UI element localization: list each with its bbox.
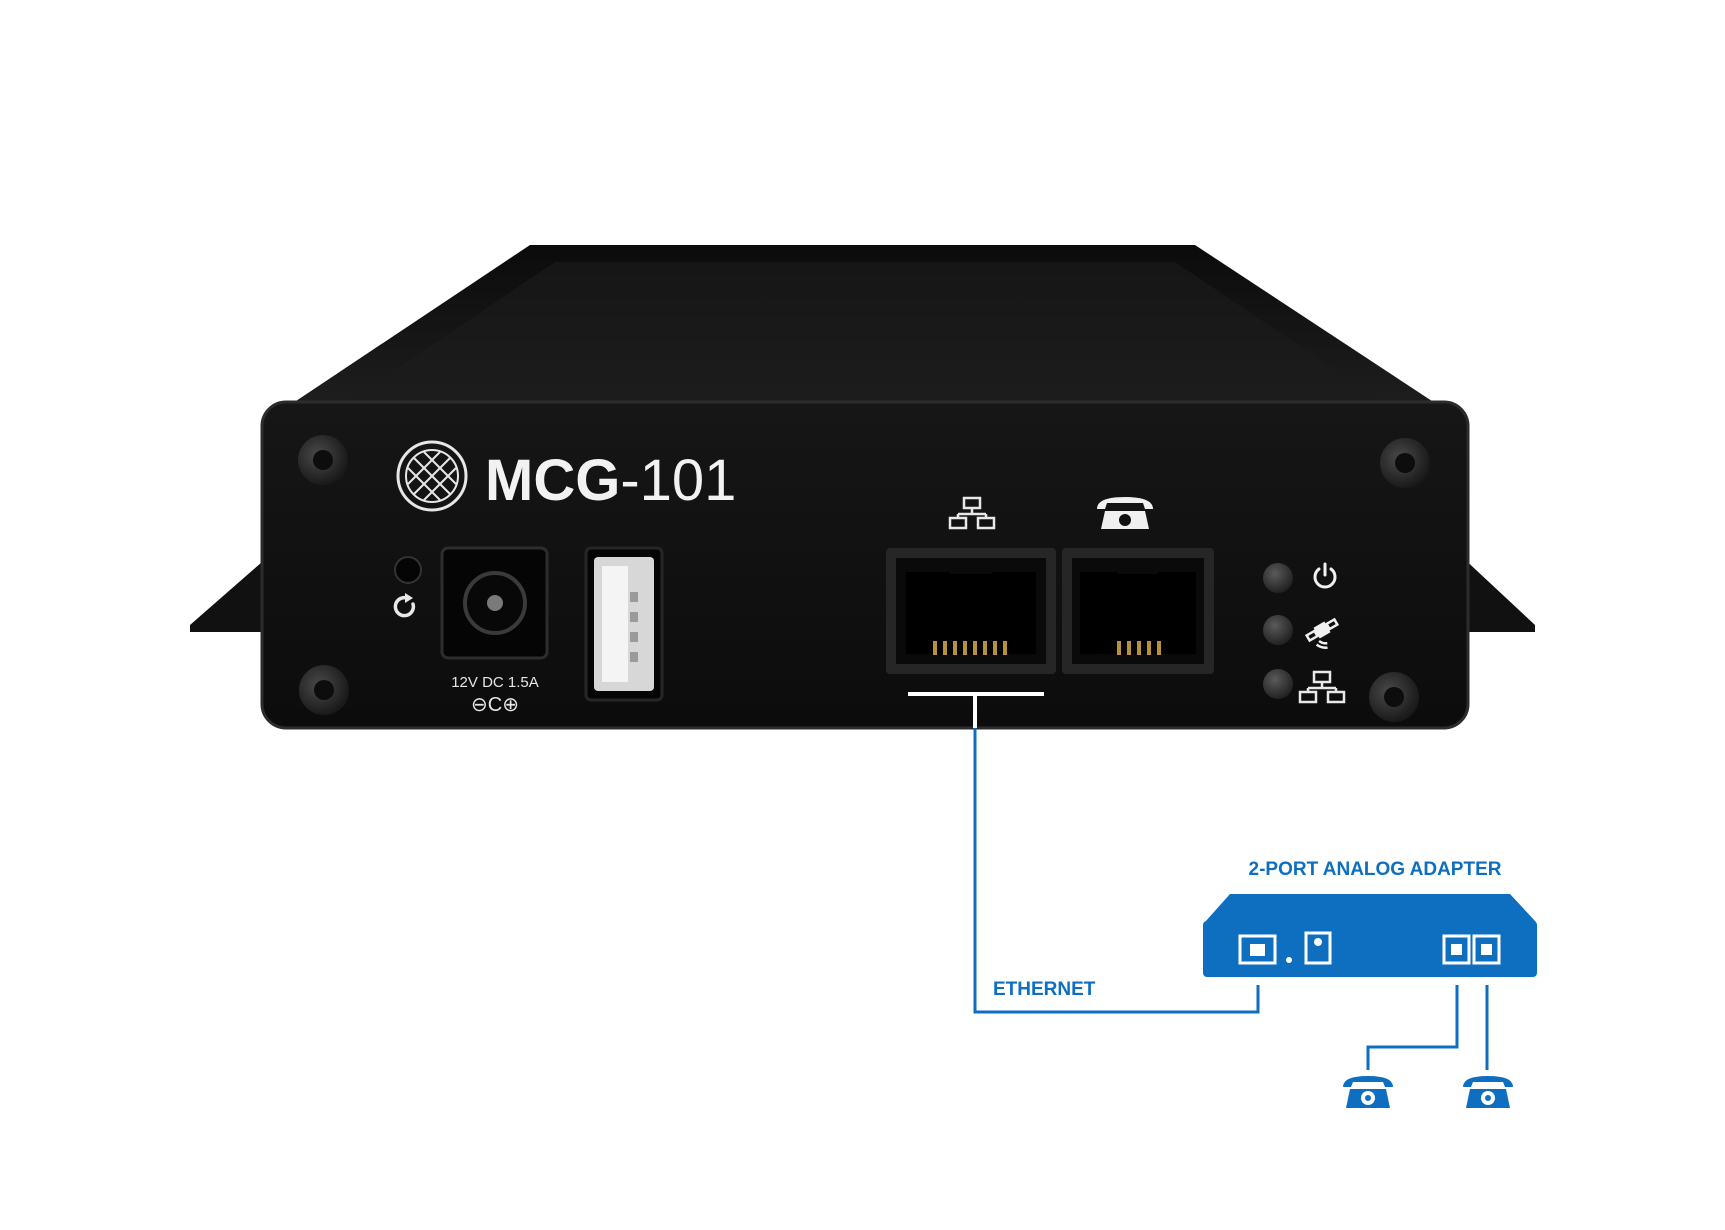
adapter-indicator-dot bbox=[1286, 957, 1292, 963]
screw-bottom-left bbox=[299, 665, 349, 715]
adapter-phone-port-1-slot bbox=[1451, 944, 1462, 955]
adapter-port-ethernet-slot bbox=[1250, 944, 1265, 956]
power-led bbox=[1263, 563, 1293, 593]
screw-top-right bbox=[1380, 438, 1430, 488]
reset-icon bbox=[393, 593, 416, 618]
usb-contact-2 bbox=[630, 612, 638, 622]
satellite-icon bbox=[1304, 617, 1340, 649]
brand-name-bold: MCG bbox=[485, 448, 620, 513]
ethernet-contacts bbox=[933, 641, 1007, 655]
network-icon bbox=[948, 496, 996, 530]
adapter-port-ethernet[interactable] bbox=[1238, 934, 1277, 965]
adapter-phone-port-2[interactable] bbox=[1472, 934, 1501, 965]
phone-1-icon bbox=[1343, 1076, 1393, 1108]
adapter-phone-port-2-slot bbox=[1481, 944, 1492, 955]
power-rating-label: 12V DC 1.5A bbox=[451, 674, 539, 691]
phone-icon bbox=[1097, 497, 1153, 529]
reset-button[interactable] bbox=[394, 556, 422, 584]
device-top-inner bbox=[350, 262, 1380, 400]
adapter-label: 2-PORT ANALOG ADAPTER bbox=[1249, 859, 1502, 880]
ethernet-cable bbox=[973, 728, 1260, 1014]
satellite-led bbox=[1263, 615, 1293, 645]
ethernet-port-key bbox=[950, 560, 992, 574]
usb-contact-3 bbox=[630, 632, 638, 642]
device-front-bevel bbox=[260, 400, 1470, 730]
phone-line-1 bbox=[1366, 985, 1459, 1070]
adapter-top bbox=[1205, 894, 1536, 922]
network-status-icon bbox=[1298, 670, 1346, 704]
screw-top-left bbox=[298, 435, 348, 485]
network-led bbox=[1263, 669, 1293, 699]
analog-adapter bbox=[1203, 894, 1537, 977]
polarity-symbol: ⊖C⊕ bbox=[471, 694, 519, 716]
brand-name: MCG-101 bbox=[485, 448, 736, 513]
ethernet-port-opening bbox=[906, 572, 1036, 654]
phone-port-opening bbox=[1080, 572, 1196, 654]
right-mounting-flange bbox=[1460, 555, 1535, 632]
left-mounting-flange bbox=[190, 555, 270, 632]
mcg-101-device: MCG-101 12V DC 1.5A ⊖C⊕ bbox=[190, 245, 1535, 730]
usb-contact-1 bbox=[630, 592, 638, 602]
adapter-phone-port-1[interactable] bbox=[1442, 934, 1471, 965]
power-icon bbox=[1313, 562, 1337, 589]
adapter-power-pin bbox=[1314, 938, 1322, 946]
ethernet-label: ETHERNET bbox=[993, 979, 1096, 1000]
screw-bottom-right bbox=[1369, 672, 1419, 722]
dc-jack-pin bbox=[487, 595, 503, 611]
usb-port-tongue bbox=[602, 566, 628, 682]
usb-contact-4 bbox=[630, 652, 638, 662]
phone-2-icon bbox=[1463, 1076, 1513, 1108]
phone-port-key bbox=[1118, 560, 1158, 574]
brand-name-model: -101 bbox=[620, 448, 736, 513]
globe-logo-icon bbox=[396, 440, 468, 512]
adapter-power-port[interactable] bbox=[1304, 931, 1332, 965]
phone-port-contacts bbox=[1117, 641, 1161, 655]
